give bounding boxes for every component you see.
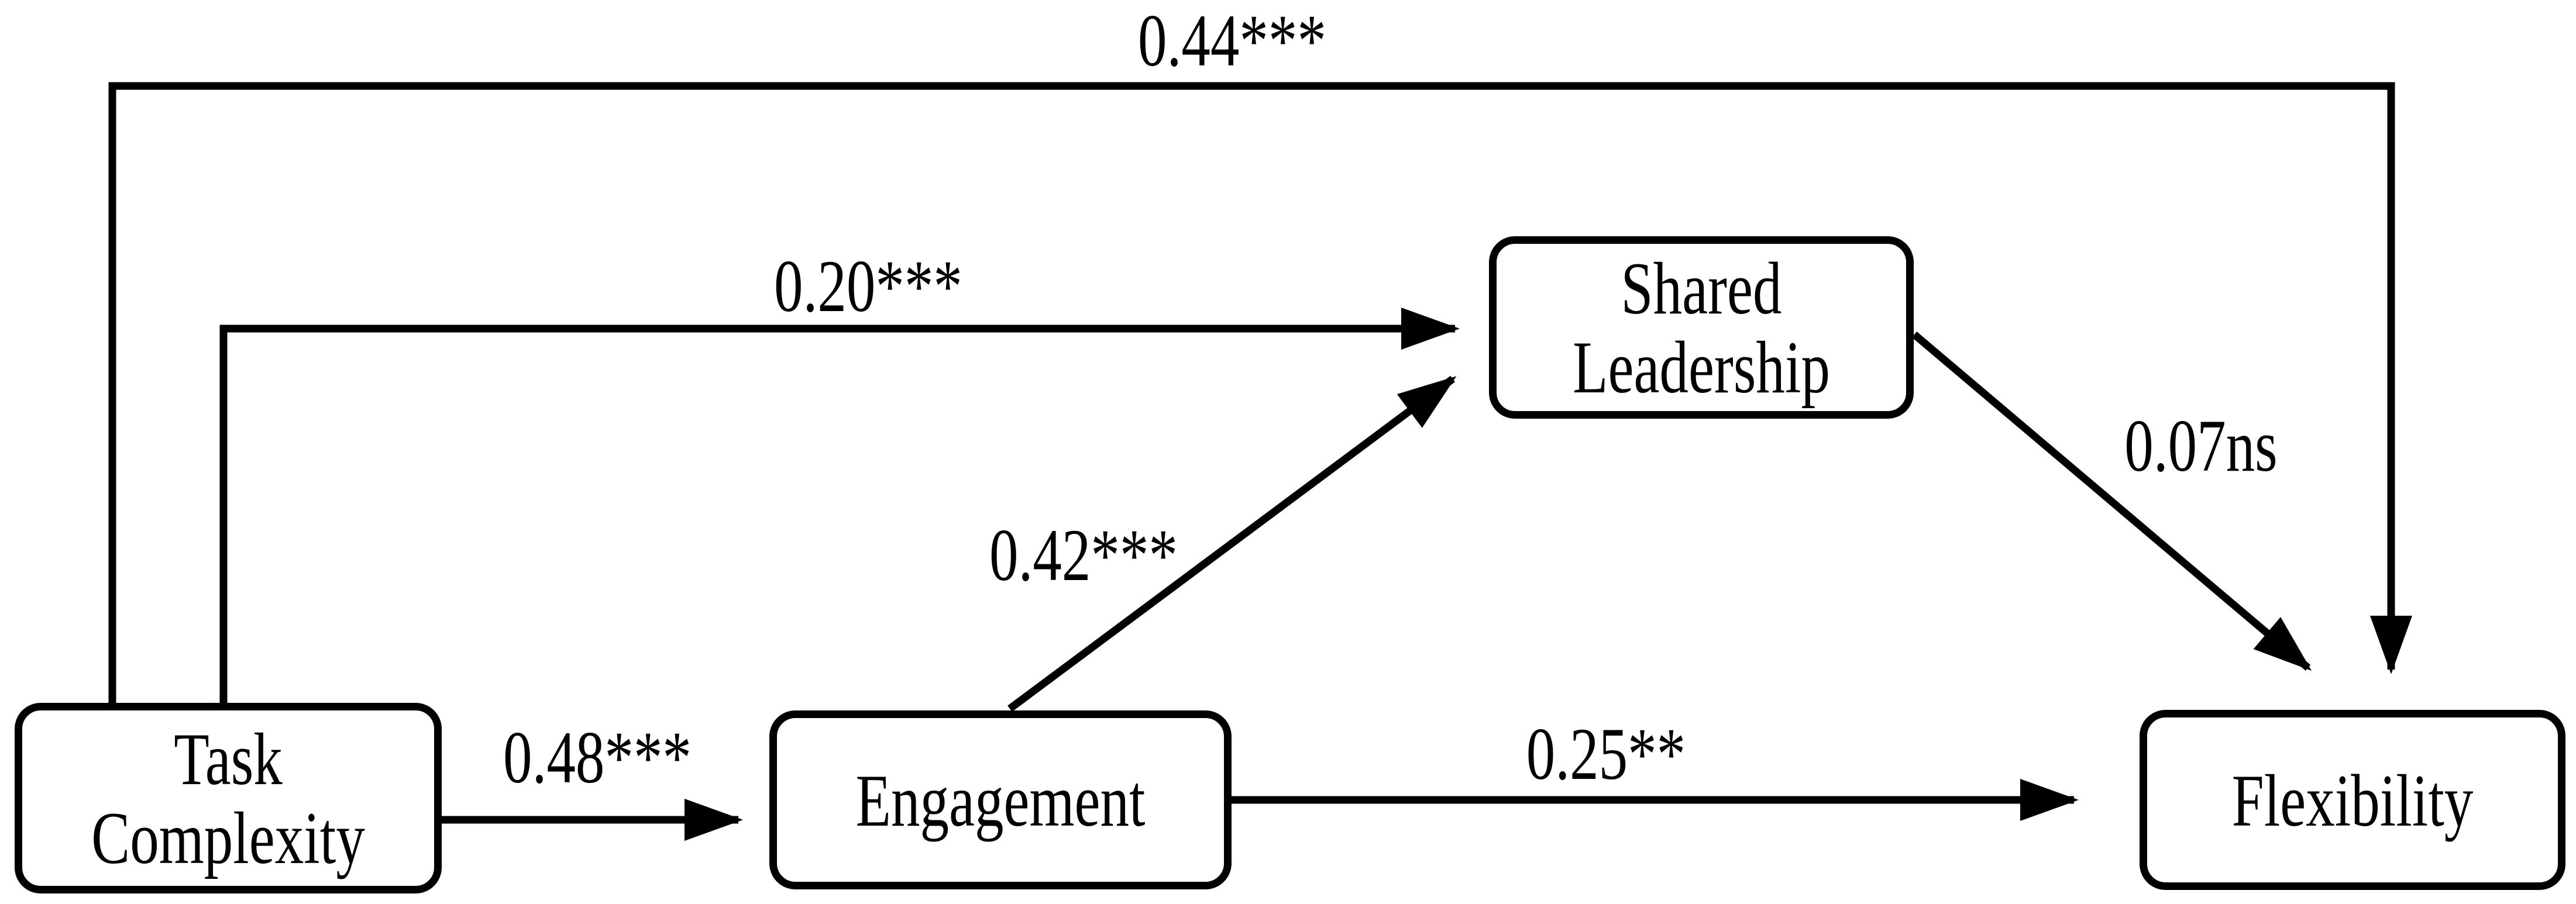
- coefficient-label-shared-leadership-to-flexibility: 0.07ns: [2124, 405, 2277, 487]
- flexibility-label-line-1: Flexibility: [2232, 760, 2474, 842]
- node-flexibility: Flexibility: [2140, 710, 2565, 890]
- shared-leadership-label-line-1: Shared: [1621, 247, 1781, 330]
- edge-engagement-to-shared-leadership: 0.42***: [989, 375, 1457, 712]
- node-engagement: Engagement: [769, 710, 1232, 889]
- flexibility-box: [2140, 710, 2565, 890]
- coefficient-label-task-complexity-to-shared-leadership: 0.20***: [774, 245, 962, 327]
- edge-line-task-complexity-to-flexibility: [108, 82, 2412, 703]
- edge-task-complexity-to-flexibility: 0.44***: [108, 0, 2412, 703]
- task-complexity-label-line-1: Task: [174, 718, 283, 801]
- edge-line-engagement-to-shared-leadership: [1007, 375, 1457, 712]
- task-complexity-label-line-2: Complexity: [91, 797, 365, 879]
- coefficient-label-engagement-to-shared-leadership: 0.42***: [989, 514, 1178, 596]
- edge-task-complexity-to-shared-leadership: 0.20***: [219, 245, 1460, 703]
- engagement-label-line-1: Engagement: [855, 760, 1145, 842]
- coefficient-label-task-complexity-to-engagement: 0.48***: [503, 716, 692, 799]
- edge-task-complexity-to-engagement: 0.48***: [442, 716, 743, 841]
- edge-shared-leadership-to-flexibility: 0.07ns: [1911, 332, 2312, 671]
- edge-line-shared-leadership-to-flexibility: [1911, 332, 2312, 671]
- coefficient-label-task-complexity-to-flexibility: 0.44***: [1138, 0, 1326, 82]
- coefficient-label-engagement-to-flexibility: 0.25**: [1526, 713, 1686, 795]
- engagement-label: Engagement: [855, 760, 1145, 842]
- flexibility-label: Flexibility: [2232, 760, 2474, 842]
- task-complexity-box: [15, 703, 442, 893]
- edge-engagement-to-flexibility: 0.25**: [1232, 713, 2079, 821]
- edge-line-task-complexity-to-shared-leadership: [219, 308, 1460, 703]
- shared-leadership-label-line-2: Leadership: [1573, 326, 1830, 409]
- engagement-box: [769, 710, 1232, 889]
- shared-leadership-box: [1489, 236, 1914, 419]
